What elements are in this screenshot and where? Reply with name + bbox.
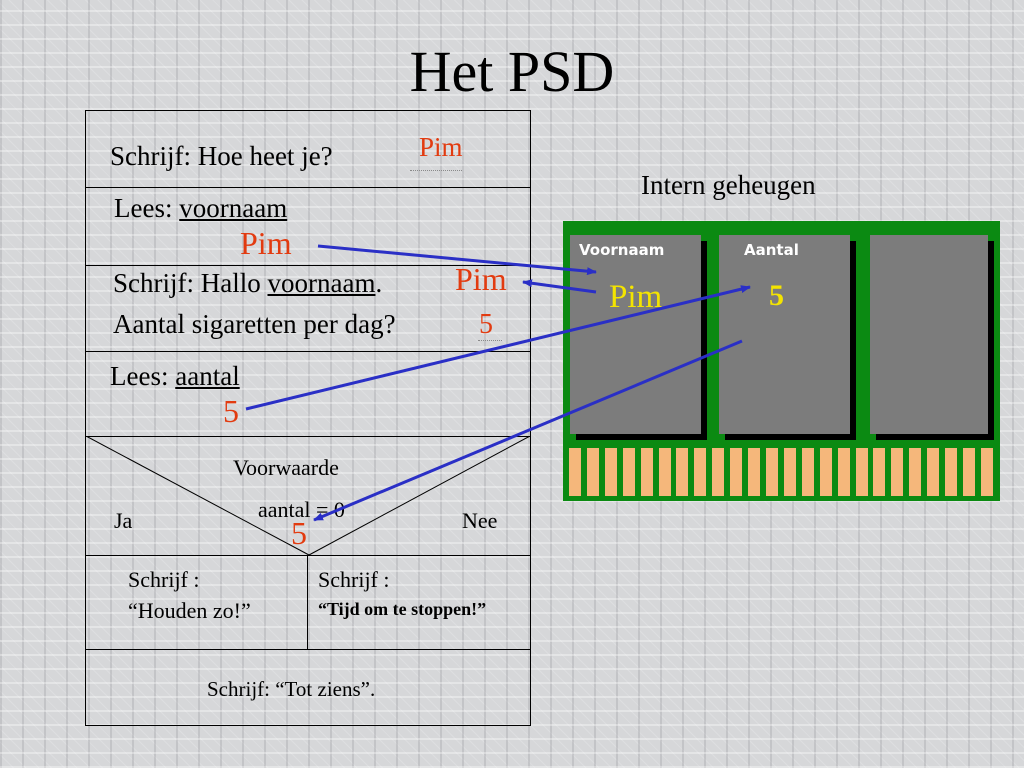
divider (86, 187, 530, 188)
divider (86, 265, 530, 266)
chip-pin (586, 448, 599, 496)
arrow-voornaam-to-output (522, 279, 597, 294)
read-aantal: Lees: aantal (110, 361, 240, 391)
slot-value: 5 (769, 279, 784, 312)
branch-yes-text: “Houden zo!” (128, 598, 251, 623)
divider (86, 649, 530, 650)
write-prompt-name: Schrijf: Hoe heet je? (110, 141, 333, 171)
chip-pin (712, 448, 725, 496)
branch-yes-write: Schrijf : (128, 567, 200, 592)
condition-yes-label: Ja (114, 508, 133, 533)
chip-pin (622, 448, 635, 496)
chip-pin (855, 448, 868, 496)
output-value-pim: Pim (455, 261, 507, 297)
input-underline (410, 170, 462, 171)
slot-name: Voornaam (579, 241, 665, 259)
divider (86, 351, 530, 352)
arrow-aantal-to-condition (313, 339, 743, 522)
read-value-pim: Pim (240, 225, 292, 261)
input-value-aantal: 5 (479, 309, 493, 340)
chip-pin (945, 448, 958, 496)
write-tot-ziens: Schrijf: “Tot ziens”. (207, 677, 376, 701)
condition-expression: aantal = 0 (258, 497, 345, 522)
branch-no-text: “Tijd om te stoppen!” (318, 599, 487, 619)
read-voornaam: Lees: voornaam (114, 193, 288, 223)
slot-name: Aantal (744, 241, 799, 259)
chip-pin (927, 448, 940, 496)
condition-no-label: Nee (462, 508, 498, 533)
chip-pin (819, 448, 832, 496)
chip-pin (748, 448, 761, 496)
chip-pin (730, 448, 743, 496)
chip-pin (640, 448, 653, 496)
chip-pin (909, 448, 922, 496)
chip-pin (801, 448, 814, 496)
memory-title: Intern geheugen (641, 170, 816, 200)
write-prompt-sigaretten: Aantal sigaretten per dag? (113, 309, 396, 339)
divider (86, 555, 530, 556)
psd-structogram (85, 110, 531, 726)
chip-pin (962, 448, 975, 496)
arrow-5-to-aantal (245, 285, 751, 411)
memory-slot-aantal: Aantal 5 (719, 235, 850, 434)
memory-chip: Voornaam Pim Aantal 5 (563, 221, 1000, 501)
chip-pin (765, 448, 778, 496)
memory-slot-empty (870, 235, 988, 434)
divider (86, 436, 530, 437)
chip-pin (837, 448, 850, 496)
arrow-pim-to-voornaam (317, 244, 597, 276)
chip-pin (604, 448, 617, 496)
slide-title: Het PSD (409, 39, 615, 104)
chip-pin (569, 448, 581, 496)
chip-pin (676, 448, 689, 496)
chip-pins (569, 448, 993, 496)
write-hallo: Schrijf: Hallo voornaam. (113, 268, 383, 298)
branch-no-write: Schrijf : (318, 567, 390, 592)
chip-pin (658, 448, 671, 496)
read-value-5: 5 (223, 393, 239, 429)
chip-pin (980, 448, 993, 496)
condition-label: Voorwaarde (233, 455, 339, 480)
condition-triangle (86, 436, 530, 556)
chip-pin (891, 448, 904, 496)
chip-pin (694, 448, 707, 496)
input-underline (478, 340, 502, 341)
condition-value-5: 5 (291, 515, 307, 551)
input-value-name: Pim (419, 132, 463, 162)
chip-pin (873, 448, 886, 496)
chip-pin (783, 448, 796, 496)
branch-divider (307, 555, 308, 649)
